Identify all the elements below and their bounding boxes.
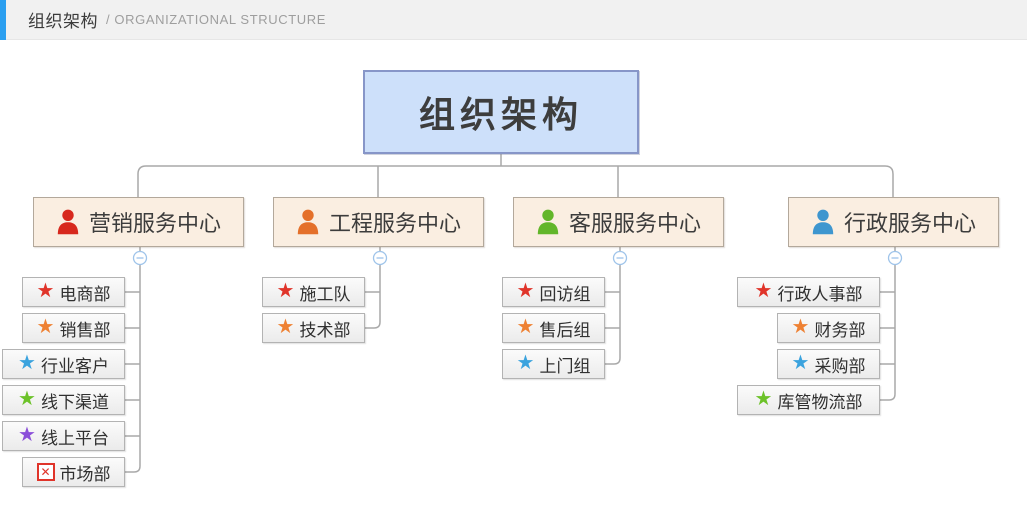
star-icon: ★ xyxy=(516,352,535,374)
star-icon: ★ xyxy=(276,316,295,338)
branch-label: 客服服务中心 xyxy=(568,211,701,236)
star-icon: ★ xyxy=(791,352,810,374)
leaf-label: 财务部 xyxy=(814,320,866,340)
leaf-node[interactable]: ★施工队 xyxy=(262,277,365,307)
person-icon xyxy=(296,209,320,235)
leaf-node[interactable]: ★回访组 xyxy=(502,277,605,307)
leaf-node[interactable]: ★线上平台 xyxy=(2,421,125,451)
leaf-node[interactable]: ★电商部 xyxy=(22,277,125,307)
leaf-label: 线上平台 xyxy=(40,428,109,448)
leaf-label: 线下渠道 xyxy=(40,392,109,412)
leaf-label: 技术部 xyxy=(299,320,351,340)
leaf-node[interactable]: ★销售部 xyxy=(22,313,125,343)
page-title: 组织架构 xyxy=(28,12,98,31)
leaf-label: 施工队 xyxy=(299,284,351,304)
branch-label: 营销服务中心 xyxy=(88,211,221,236)
branch-node[interactable]: 行政服务中心 xyxy=(788,197,999,247)
leaf-label: 市场部 xyxy=(59,464,111,484)
branch-node[interactable]: 客服服务中心 xyxy=(513,197,724,247)
person-icon xyxy=(811,209,835,235)
leaf-node[interactable]: ★库管物流部 xyxy=(737,385,880,415)
star-icon: ★ xyxy=(276,280,295,302)
org-chart-canvas: 组织架构 营销服务中心★电商部★销售部★行业客户★线下渠道★线上平台✕市场部工程… xyxy=(0,40,1027,516)
star-icon: ★ xyxy=(754,280,773,302)
person-icon xyxy=(56,209,80,235)
star-icon: ★ xyxy=(18,352,36,374)
leaf-label: 售后组 xyxy=(539,320,591,340)
star-icon: ★ xyxy=(516,280,535,302)
header-accent-bar xyxy=(0,0,6,40)
star-icon: ★ xyxy=(516,316,535,338)
star-icon: ★ xyxy=(18,388,36,410)
leaf-node[interactable]: ★行政人事部 xyxy=(737,277,880,307)
branch-node[interactable]: 工程服务中心 xyxy=(273,197,484,247)
branch-label: 行政服务中心 xyxy=(843,211,976,236)
leaf-label: 行业客户 xyxy=(40,356,109,376)
root-node[interactable]: 组织架构 xyxy=(363,70,639,154)
collapse-control[interactable] xyxy=(372,250,388,266)
star-icon: ★ xyxy=(754,388,773,410)
star-icon: ★ xyxy=(18,424,36,446)
broken-image-icon: ✕ xyxy=(36,463,55,481)
leaf-label: 库管物流部 xyxy=(777,392,863,412)
person-icon xyxy=(536,209,560,235)
page-header: 组织架构 / ORGANIZATIONAL STRUCTURE xyxy=(0,0,1027,40)
leaf-node[interactable]: ★售后组 xyxy=(502,313,605,343)
star-icon: ★ xyxy=(36,280,55,302)
collapse-control[interactable] xyxy=(612,250,628,266)
leaf-node[interactable]: ★采购部 xyxy=(777,349,880,379)
collapse-control[interactable] xyxy=(887,250,903,266)
leaf-node[interactable]: ★线下渠道 xyxy=(2,385,125,415)
page-subtitle: / ORGANIZATIONAL STRUCTURE xyxy=(106,12,327,27)
connector-lines xyxy=(125,154,903,473)
leaf-label: 销售部 xyxy=(59,320,111,340)
leaf-label: 行政人事部 xyxy=(777,284,863,304)
star-icon: ★ xyxy=(36,316,55,338)
leaf-node[interactable]: ★行业客户 xyxy=(2,349,125,379)
leaf-node[interactable]: ★上门组 xyxy=(502,349,605,379)
leaf-node[interactable]: ★财务部 xyxy=(777,313,880,343)
branch-node[interactable]: 营销服务中心 xyxy=(33,197,244,247)
leaf-label: 回访组 xyxy=(539,284,591,304)
leaf-node[interactable]: ★技术部 xyxy=(262,313,365,343)
leaf-label: 电商部 xyxy=(59,284,111,304)
leaf-node[interactable]: ✕市场部 xyxy=(22,457,125,487)
leaf-label: 采购部 xyxy=(814,356,866,376)
leaf-label: 上门组 xyxy=(539,356,591,376)
collapse-control[interactable] xyxy=(132,250,148,266)
star-icon: ★ xyxy=(791,316,810,338)
branch-label: 工程服务中心 xyxy=(328,211,461,236)
connector-path xyxy=(125,154,896,473)
